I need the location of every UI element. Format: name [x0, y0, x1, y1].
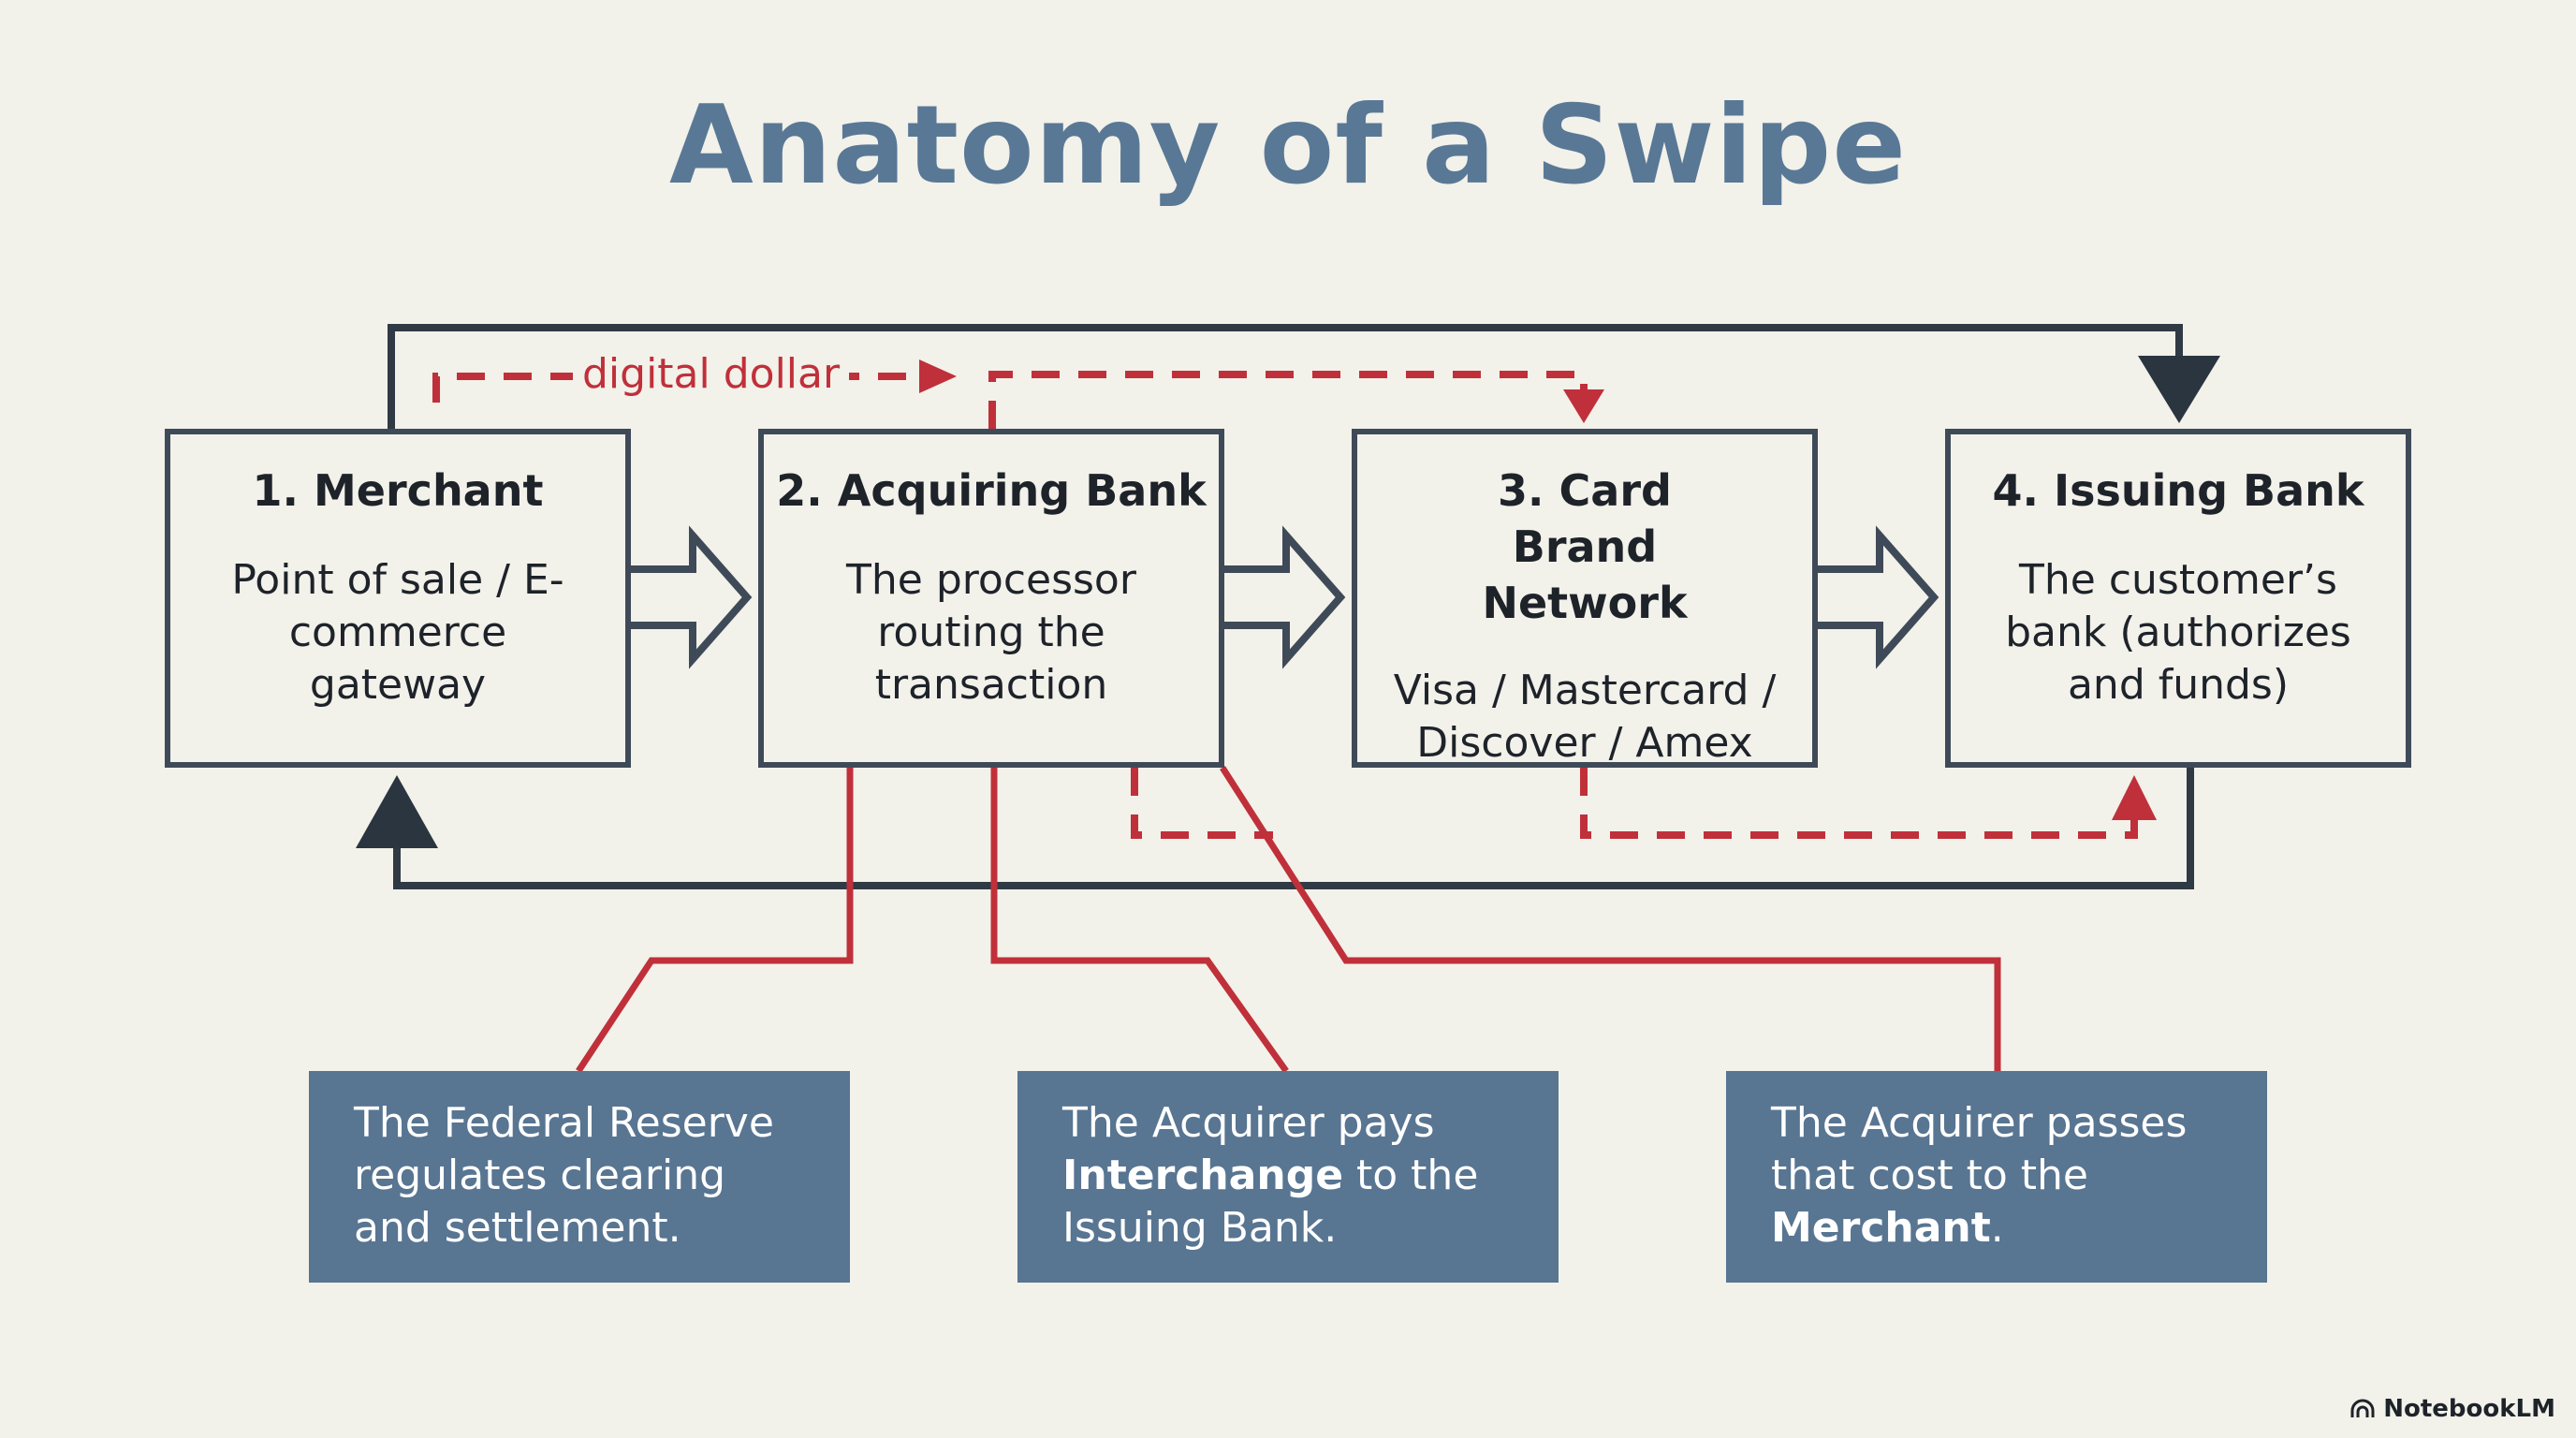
notebooklm-icon — [2350, 1399, 2375, 1417]
digital-dollar-label: digital dollar — [573, 348, 850, 401]
node-title: 4. Issuing Bank — [1992, 465, 2364, 516]
note-text: The Acquirer pays — [1062, 1099, 1435, 1147]
callout-line-merchant-cost — [1220, 766, 2001, 1071]
note-federal-reserve: The Federal Reserve regulates clearing a… — [309, 1071, 850, 1283]
note-text: to the Issuing Bank. — [1062, 1152, 1479, 1252]
node-title: 2. Acquiring Bank — [776, 465, 1207, 516]
arrowhead-up-icon — [2112, 775, 2157, 820]
arrowhead-down-icon — [2138, 356, 2220, 423]
note-text: The Federal Reserve regulates clearing a… — [354, 1099, 774, 1252]
digital-dollar-path-2 — [988, 371, 1588, 429]
merchant-box: 1. Merchant Point of sale / E-commerce g… — [165, 429, 631, 768]
note-merchant-cost: The Acquirer passes that cost to the Mer… — [1726, 1071, 2267, 1283]
authorization-request-line — [388, 324, 2183, 429]
node-description: The processor routing the transaction — [846, 556, 1136, 709]
brand-name: NotebookLM — [2383, 1395, 2555, 1423]
node-description: The customer’s bank (authorizes and fund… — [2005, 556, 2351, 709]
flow-arrow-icon — [623, 525, 753, 669]
node-description: Point of sale / E-commerce gateway — [231, 556, 564, 709]
settlement-path — [1580, 768, 2138, 839]
note-emphasis: Interchange — [1062, 1152, 1344, 1199]
node-title: 1. Merchant — [252, 465, 544, 516]
flow-arrow-icon — [1217, 525, 1346, 669]
clearing-path — [1131, 768, 1273, 839]
node-description: Visa / Mastercard / Discover / Amex — [1393, 667, 1777, 767]
digital-dollar-path — [432, 373, 936, 403]
callout-line-federal-reserve — [576, 768, 854, 1073]
callout-line-interchange — [990, 768, 1289, 1074]
card-brand-network-box: 3. Card Brand Network Visa / Mastercard … — [1352, 429, 1818, 768]
funds-return-line — [393, 768, 2194, 889]
arrowhead-right-icon — [919, 360, 957, 393]
note-interchange: The Acquirer pays Interchange to the Iss… — [1017, 1071, 1559, 1283]
acquiring-bank-box: 2. Acquiring Bank The processor routing … — [758, 429, 1224, 768]
brand-logo: NotebookLM — [2349, 1395, 2555, 1423]
arrowhead-down-icon — [1563, 389, 1604, 423]
issuing-bank-box: 4. Issuing Bank The customer’s bank (aut… — [1945, 429, 2411, 768]
flow-arrow-icon — [1810, 525, 1939, 669]
page-title: Anatomy of a Swipe — [668, 82, 1908, 209]
note-emphasis: Merchant — [1771, 1204, 1991, 1252]
note-text: The Acquirer passes that cost to the — [1771, 1099, 2188, 1199]
node-title: 3. Card Brand Network — [1482, 465, 1688, 628]
arrowhead-up-icon — [356, 775, 438, 848]
note-text: . — [1990, 1204, 2004, 1252]
